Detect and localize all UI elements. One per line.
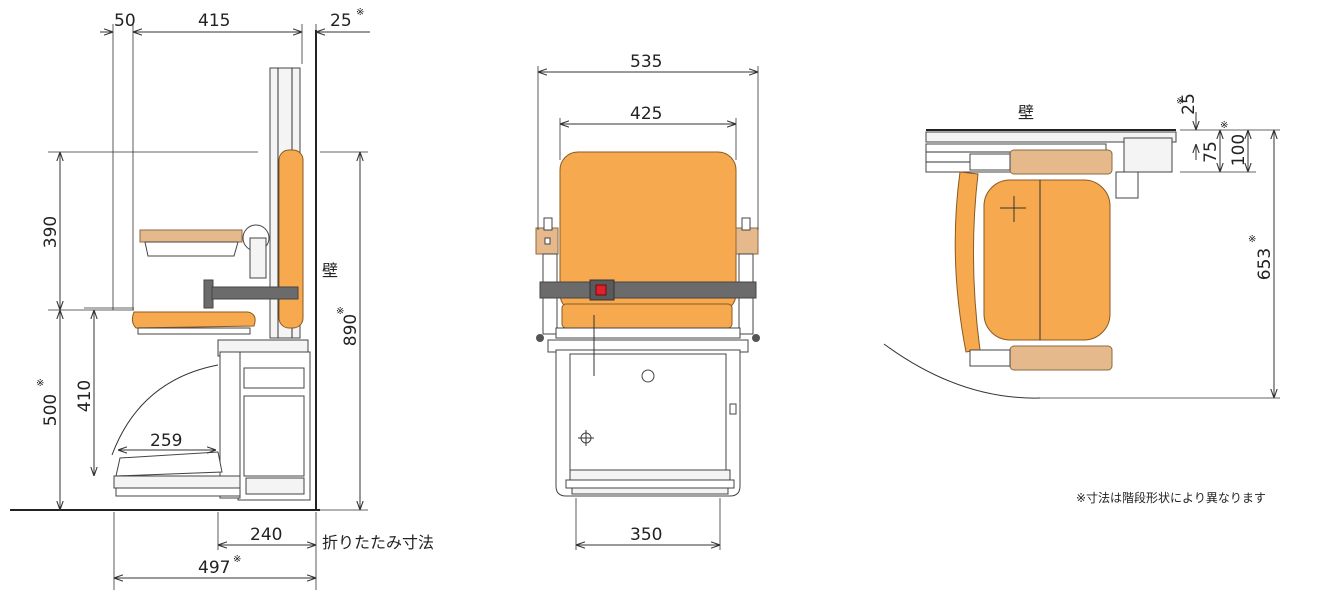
seat-front <box>561 303 733 329</box>
dim-497: 497 <box>198 558 230 578</box>
top-view: 壁 25 ※ 75 <box>883 93 1280 505</box>
mark-25-top-view: ※ <box>1176 96 1184 107</box>
seat-side <box>131 311 256 335</box>
mark-653: ※ <box>1248 234 1256 245</box>
front-view: 535 425 350 <box>535 52 760 550</box>
footrest-side <box>113 451 241 497</box>
dim-890: 890 <box>341 314 361 346</box>
armrest-top-upper <box>1009 149 1113 175</box>
mark-500: ※ <box>36 378 44 389</box>
carriage-side <box>217 339 311 501</box>
dimension-footnote: ※寸法は階段形状により異なります <box>1076 490 1266 505</box>
wall-label-side: 壁 <box>322 261 338 280</box>
dim-100: 100 <box>1229 134 1249 166</box>
side-view: 50 415 25 ※ 390 410 500 ※ 259 890 ※ 壁 24… <box>10 7 434 590</box>
seat-top <box>983 179 1111 341</box>
mark-497: ※ <box>233 554 241 565</box>
dim-425: 425 <box>630 104 662 124</box>
backrest-top <box>954 171 981 353</box>
dim-25-top: 25 <box>330 11 352 31</box>
fold-arc <box>111 364 219 456</box>
armrest-side <box>139 224 270 279</box>
carriage-front <box>547 315 749 497</box>
mark-890: ※ <box>336 306 344 317</box>
swing-arc <box>883 343 1041 399</box>
dim-350: 350 <box>630 525 662 545</box>
mark-100: ※ <box>1220 120 1228 131</box>
dim-535: 535 <box>630 52 662 72</box>
dim-500: 500 <box>41 394 61 426</box>
seatbelt-side <box>203 279 299 309</box>
mark-25-top: ※ <box>356 7 364 18</box>
backrest-side <box>278 149 304 329</box>
dim-653: 653 <box>1255 248 1275 280</box>
wall-label-top: 壁 <box>1018 103 1034 122</box>
dim-50: 50 <box>114 11 136 31</box>
dim-415: 415 <box>198 11 230 31</box>
dim-240: 240 <box>250 525 282 545</box>
dim-410: 410 <box>75 380 95 412</box>
dim-390: 390 <box>41 216 61 248</box>
seatbelt-front <box>539 279 757 301</box>
dim-25-top-view: 25 <box>1179 93 1199 115</box>
dim-259: 259 <box>150 431 182 451</box>
folded-dimension-label: 折りたたみ寸法 <box>322 533 434 552</box>
buckle-red <box>595 284 607 296</box>
armrest-top-lower <box>1009 345 1113 371</box>
dim-75: 75 <box>1201 141 1221 163</box>
